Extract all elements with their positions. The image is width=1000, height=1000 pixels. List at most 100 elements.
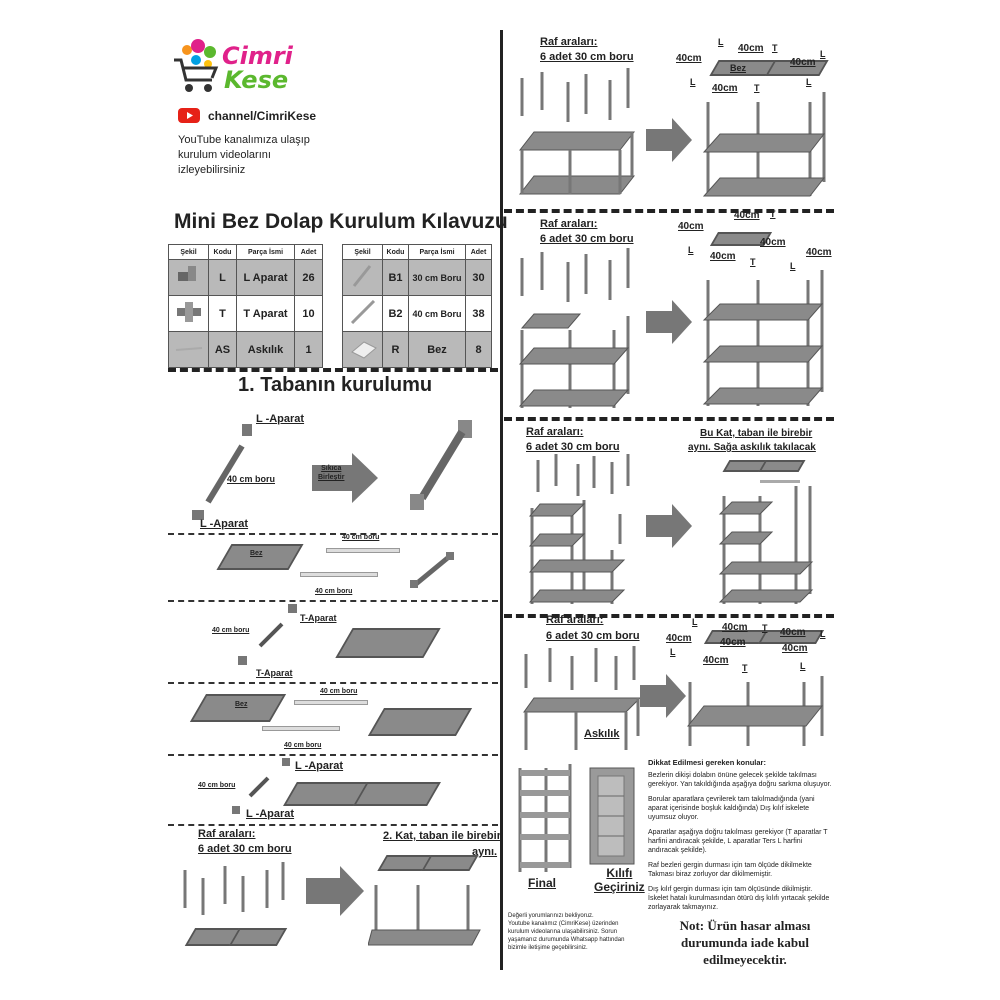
label: Bez xyxy=(250,550,263,557)
frame-3-levels xyxy=(702,270,824,406)
label: T-Aparat xyxy=(256,668,293,678)
brand-logo: Cimri Kese xyxy=(172,38,293,96)
label: 6 adet 30 cm boru xyxy=(526,441,620,453)
pipes-group xyxy=(520,248,630,302)
table-row: R Bez 8 xyxy=(342,331,492,368)
dim-label: 40cm xyxy=(676,53,702,64)
dim-label: 40cm xyxy=(722,622,748,633)
dim-label: L xyxy=(688,245,694,255)
page-title: Mini Bez Dolap Kurulum Kılavuzu xyxy=(174,210,508,233)
section-heading: 1. Tabanın kurulumu xyxy=(238,374,433,396)
dim-label: T xyxy=(750,257,756,267)
pipe xyxy=(258,622,284,648)
footer-note: Değerli yorumlarınızı bekliyoruz. Youtub… xyxy=(508,913,625,951)
note-item: Aparatlar aşağıya doğru takılması gereki… xyxy=(648,829,828,854)
pipe xyxy=(294,700,368,705)
t-connector-icon xyxy=(176,302,201,322)
dim-label: T xyxy=(762,623,768,633)
label: 40 cm boru xyxy=(284,742,322,749)
divider xyxy=(168,682,498,684)
frame-level xyxy=(686,676,824,746)
pipe-40cm-icon xyxy=(350,300,375,324)
column-divider xyxy=(500,30,503,970)
fabric-shelf xyxy=(335,628,441,658)
dim-label: 40cm xyxy=(712,83,738,94)
logo-line1: Cimri xyxy=(222,42,293,70)
dim-label: 40cm xyxy=(703,655,729,666)
label: 40 cm boru xyxy=(227,474,276,484)
note-item: Borular aparatlara çevrilerek tam takılm… xyxy=(648,796,815,821)
divider xyxy=(168,754,498,756)
note-label: Bu Kat, taban ile birebir xyxy=(700,428,813,439)
dim-label: T xyxy=(742,663,748,673)
table-row: AS Askılık 1 xyxy=(168,331,323,368)
note-item: Raf bezleri gergin durması için tam ölçü… xyxy=(648,862,812,878)
label: 6 adet 30 cm boru xyxy=(546,630,640,642)
parts-table-right: Şekil Kodu Parça İsmi Adet B1 30 cm Boru… xyxy=(342,244,492,368)
dim-label: L xyxy=(820,629,826,639)
divider xyxy=(504,417,834,421)
label: Bez xyxy=(730,63,747,73)
divider xyxy=(168,824,498,826)
covered-wardrobe xyxy=(589,767,635,865)
label: Raf araları: xyxy=(540,218,598,230)
frame-2-levels xyxy=(702,92,826,197)
pipe-30cm-icon xyxy=(352,265,371,287)
table-row: T T Aparat 10 xyxy=(168,295,323,332)
dim-label: T xyxy=(754,83,760,93)
dim-label: L xyxy=(820,49,826,59)
label: 40 cm boru xyxy=(320,688,358,695)
divider xyxy=(504,614,834,618)
pipe xyxy=(326,548,400,553)
label: T-Aparat xyxy=(300,613,337,623)
pipes-group xyxy=(183,862,285,915)
label: Raf araları: xyxy=(540,36,598,48)
hanger-rod-icon xyxy=(175,347,202,351)
fabric-shelf xyxy=(421,855,479,871)
label: L -Aparat xyxy=(256,413,305,425)
fabric-shelf-icon xyxy=(350,341,377,359)
t-connector xyxy=(238,656,247,665)
dim-label: L xyxy=(800,661,806,671)
dim-label: 40cm xyxy=(780,627,806,638)
frame-with-hanger xyxy=(523,697,642,750)
pipe-illustration xyxy=(192,424,252,520)
label: 40 cm boru xyxy=(198,782,236,789)
pipes-group xyxy=(524,646,636,690)
label: 6 adet 30 cm boru xyxy=(540,233,634,245)
dim-label: L xyxy=(670,647,676,657)
l-connector xyxy=(232,806,240,814)
dim-label: L xyxy=(692,617,698,627)
l-connector-icon xyxy=(177,266,196,281)
youtube-row[interactable]: channel/CimriKese xyxy=(178,108,316,123)
label: Askılık xyxy=(584,728,620,740)
table-row: B1 30 cm Boru 30 xyxy=(342,259,492,296)
pipe xyxy=(300,572,378,577)
arrow xyxy=(646,504,692,548)
dim-label: L xyxy=(790,261,796,271)
dim-label: L xyxy=(690,77,696,87)
dim-label: T xyxy=(770,209,776,219)
label: 6 adet 30 cm boru xyxy=(198,843,292,855)
arrow xyxy=(646,118,692,162)
table-row: L L Aparat 26 xyxy=(168,259,323,296)
dim-label: 40cm xyxy=(806,247,832,258)
dim-label: 40cm xyxy=(720,637,746,648)
pipe xyxy=(248,776,270,798)
label: Raf araları: xyxy=(198,828,256,840)
frame-4-levels xyxy=(718,486,814,604)
youtube-icon xyxy=(178,108,200,123)
dim-label: L xyxy=(806,77,812,87)
note-item: Dış kılıf gergin durması için tam ölçüsü… xyxy=(648,886,830,911)
dim-label: 40cm xyxy=(734,210,760,221)
dim-label: 40cm xyxy=(678,221,704,232)
dim-label: 40cm xyxy=(738,43,764,54)
assembled-illustration xyxy=(410,420,472,510)
table-row: B2 40 cm Boru 38 xyxy=(342,295,492,332)
cart-logo-icon xyxy=(174,39,219,92)
dim-label: 40cm xyxy=(782,643,808,654)
label: 40 cm boru xyxy=(212,627,250,634)
